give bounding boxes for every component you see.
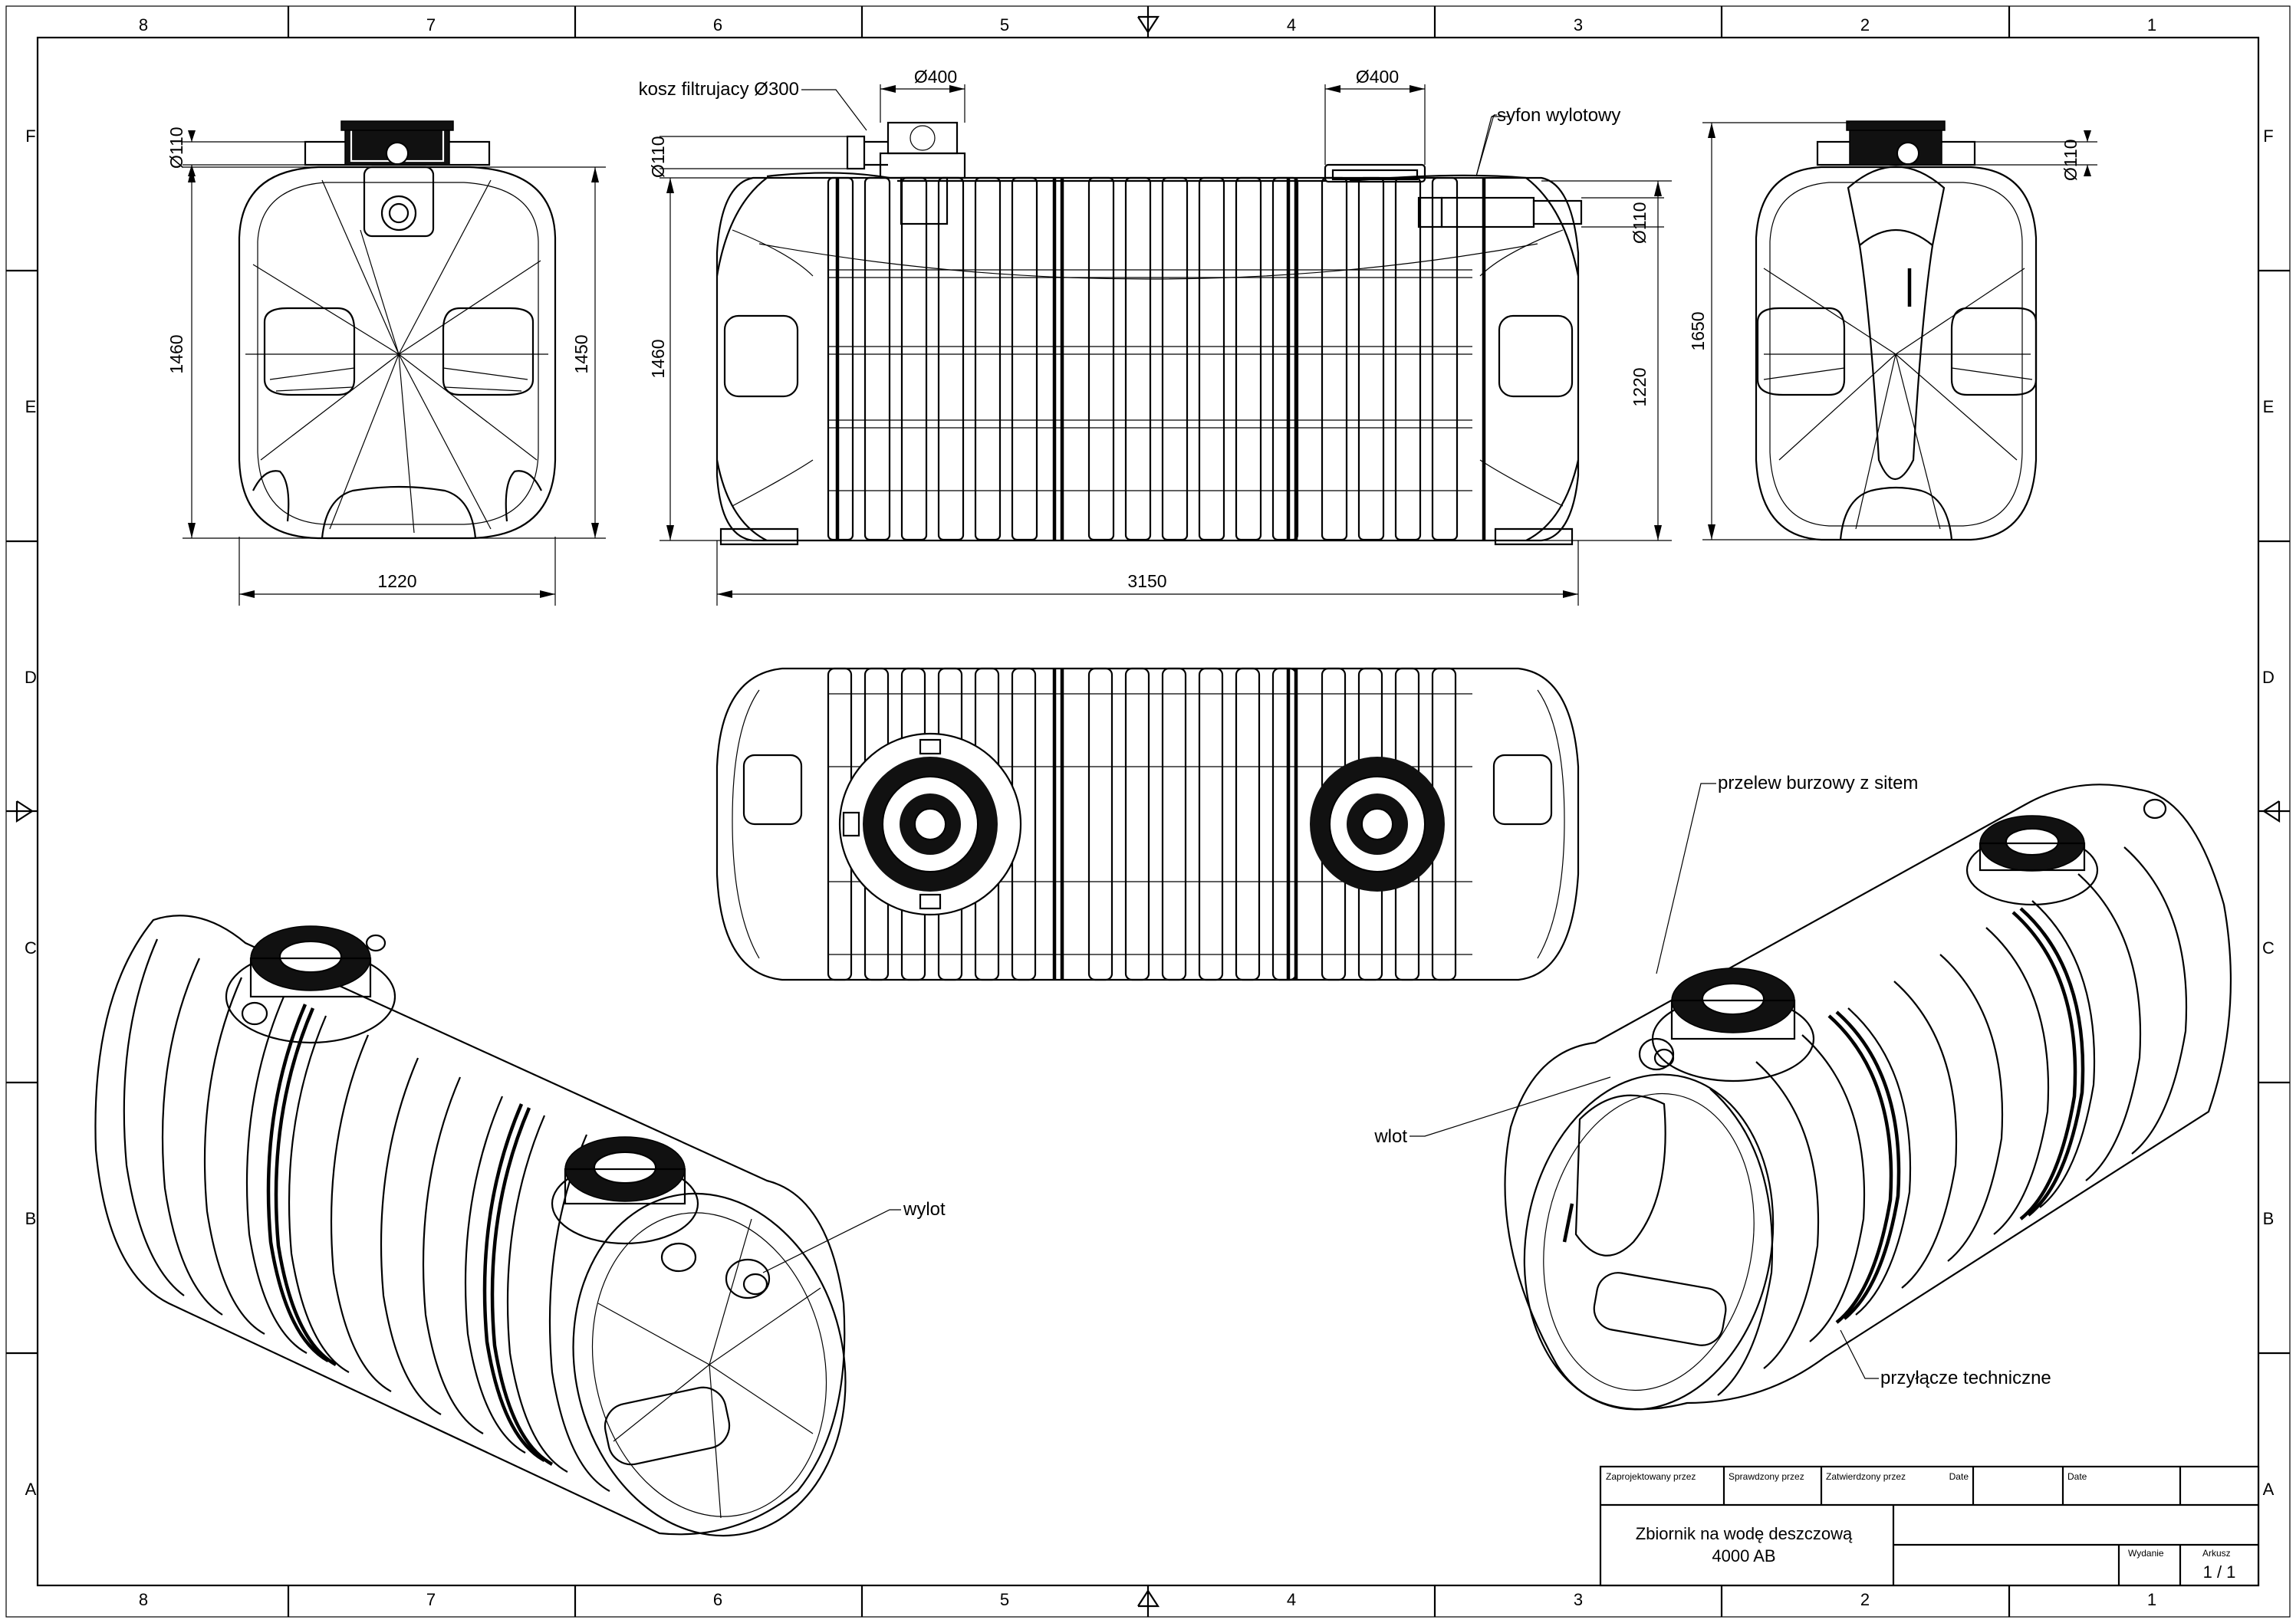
center-arrow-bottom xyxy=(1137,1585,1160,1617)
tb-date-1: Date xyxy=(1949,1471,1969,1482)
grid-col-3-bottom: 3 xyxy=(1574,1590,1583,1609)
isometric-view-right: przelew burzowy z sitem wlot przyłącze t… xyxy=(1373,773,2232,1411)
dim-side-length: 3150 xyxy=(1127,571,1166,591)
grid-col-4-top: 4 xyxy=(1287,15,1296,34)
grid-row-C-left: C xyxy=(25,938,37,958)
dim-side-d110-left: Ø110 xyxy=(648,136,668,178)
grid-col-8-top: 8 xyxy=(139,15,148,34)
grid-col-6-bottom: 6 xyxy=(713,1590,722,1609)
grid-col-5-top: 5 xyxy=(1000,15,1009,34)
grid-row-A-left: A xyxy=(25,1480,37,1499)
grid-col-7-bottom: 7 xyxy=(426,1590,436,1609)
tb-sheet-value: 1 / 1 xyxy=(2203,1562,2236,1582)
tb-title-line-2: 4000 AB xyxy=(1712,1546,1775,1566)
dim-side-d400-left: Ø400 xyxy=(914,67,957,87)
grid-row-C-right: C xyxy=(2262,938,2275,958)
tb-checked-by: Sprawdzony przez xyxy=(1729,1471,1804,1482)
rear-view: Ø110 1650 xyxy=(1688,120,2097,541)
title-block: Zaprojektowany przez Sprawdzony przez Za… xyxy=(1599,1465,2260,1587)
grid-col-1-bottom: 1 xyxy=(2147,1590,2156,1609)
label-outlet: wylot xyxy=(903,1199,946,1220)
grid-col-2-bottom: 2 xyxy=(1860,1590,1870,1609)
grid-row-A-right: A xyxy=(2263,1480,2275,1499)
side-view: Ø400 Ø400 Ø110 1460 Ø110 1220 3150 kosz … xyxy=(639,67,1672,606)
grid-row-F-right: F xyxy=(2263,126,2273,146)
dim-front-d110: Ø110 xyxy=(166,126,186,169)
grid-row-B-right: B xyxy=(2263,1209,2275,1228)
dim-rear-d110: Ø110 xyxy=(2061,139,2081,181)
tb-approved-by: Zatwierdzony przez xyxy=(1826,1471,1906,1482)
dim-rear-height: 1650 xyxy=(1688,311,1708,350)
grid-col-3-top: 3 xyxy=(1574,15,1583,34)
grid-col-8-bottom: 8 xyxy=(139,1590,148,1609)
isometric-view-left: wylot xyxy=(94,915,946,1537)
dim-side-d400-right: Ø400 xyxy=(1356,67,1399,87)
grid-col-2-top: 2 xyxy=(1860,15,1870,34)
grid-row-D-right: D xyxy=(2262,668,2275,687)
grid-row-E-right: E xyxy=(2263,397,2275,416)
tb-sheet-label: Arkusz xyxy=(2202,1548,2231,1559)
grid-row-B-left: B xyxy=(25,1209,37,1228)
drawing-frame xyxy=(5,5,2291,1618)
top-view xyxy=(715,667,1580,981)
label-outlet-siphon: syfon wylotowy xyxy=(1497,105,1620,126)
front-view: Ø110 1460 1450 1220 xyxy=(166,120,606,606)
dim-side-height-1220: 1220 xyxy=(1630,367,1650,406)
grid-col-5-bottom: 5 xyxy=(1000,1590,1009,1609)
grid-column-labels: 8 7 6 5 4 3 2 1 8 7 6 5 4 3 2 1 xyxy=(139,15,2156,1609)
grid-col-4-bottom: 4 xyxy=(1287,1590,1296,1609)
label-inlet: wlot xyxy=(1373,1126,1407,1147)
dim-front-height-1450: 1450 xyxy=(571,334,591,373)
dim-front-width: 1220 xyxy=(377,571,416,591)
dim-side-height-1460: 1460 xyxy=(648,339,668,378)
center-arrow-left xyxy=(6,800,38,823)
grid-col-7-top: 7 xyxy=(426,15,436,34)
center-arrow-right xyxy=(2258,800,2290,823)
grid-row-labels: F E D C B A F E D C B A xyxy=(25,126,2275,1499)
dim-side-d110-right: Ø110 xyxy=(1630,202,1650,244)
tb-edition-label: Wydanie xyxy=(2128,1548,2164,1559)
grid-row-D-left: D xyxy=(25,668,37,687)
grid-row-E-left: E xyxy=(25,397,37,416)
tb-title-line-1: Zbiornik na wodę deszczową xyxy=(1636,1524,1853,1543)
center-arrow-top xyxy=(1137,6,1160,38)
tb-designed-by: Zaprojektowany przez xyxy=(1606,1471,1696,1482)
label-filter-basket: kosz filtrujacy Ø300 xyxy=(639,79,799,100)
label-technical-connection: przyłącze techniczne xyxy=(1880,1368,2051,1388)
label-storm-overflow: przelew burzowy z sitem xyxy=(1718,773,1918,793)
grid-col-6-top: 6 xyxy=(713,15,722,34)
grid-row-F-left: F xyxy=(25,126,35,146)
dim-front-height-1460: 1460 xyxy=(166,334,186,373)
grid-col-1-top: 1 xyxy=(2147,15,2156,34)
tb-date-2: Date xyxy=(2067,1471,2087,1482)
